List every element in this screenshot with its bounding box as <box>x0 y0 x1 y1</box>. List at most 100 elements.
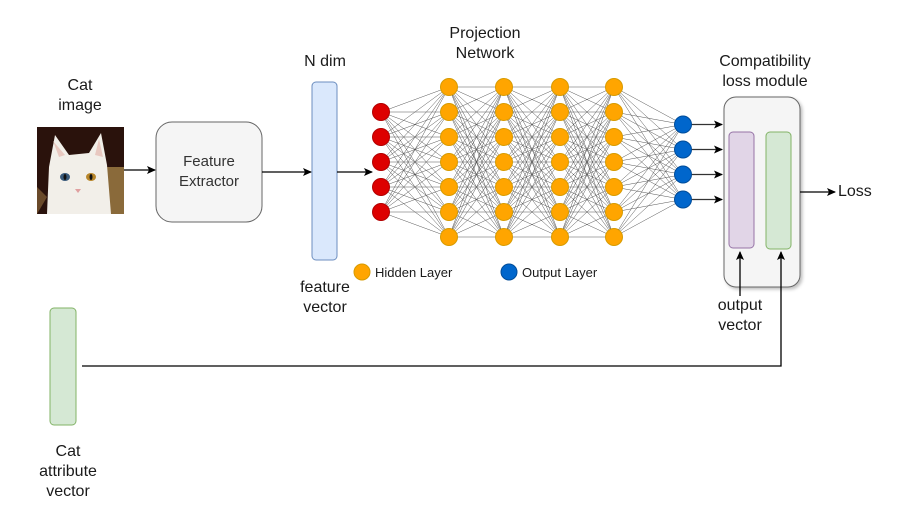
network-edge <box>559 186 615 238</box>
network-edge <box>559 136 615 238</box>
input-node <box>372 128 390 146</box>
network-edge <box>559 86 615 138</box>
network-edge <box>559 211 615 238</box>
output-vector-bar <box>728 131 755 249</box>
network-edge <box>448 211 505 238</box>
network-edge <box>503 186 561 238</box>
output-node <box>674 140 692 159</box>
projection-network-label: Projection Network <box>449 25 521 62</box>
network-edge <box>559 111 615 238</box>
legend-hidden-layer-swatch <box>353 263 371 281</box>
network-edge <box>559 86 615 163</box>
hidden-node <box>605 203 623 221</box>
network-edge <box>503 86 561 213</box>
hidden-node <box>495 78 513 96</box>
feature-extractor-label: Feature Extractor <box>178 153 239 190</box>
network-edge <box>559 86 615 113</box>
network-edge <box>448 86 505 113</box>
hidden-node <box>440 78 458 96</box>
hidden-node <box>495 153 513 171</box>
hidden-node <box>440 128 458 146</box>
hidden-node <box>551 103 569 121</box>
hidden-node <box>495 128 513 146</box>
loss-label: Loss <box>838 183 872 200</box>
hidden-node <box>440 153 458 171</box>
network-edge <box>559 86 615 188</box>
network-edge <box>503 86 561 138</box>
network-edge <box>613 124 684 238</box>
network-edge <box>448 86 505 238</box>
network-edge <box>503 211 561 238</box>
network-edge <box>613 174 684 238</box>
cat-image <box>37 127 124 214</box>
hidden-node <box>551 203 569 221</box>
input-node <box>372 103 390 121</box>
hidden-node <box>440 203 458 221</box>
hidden-node <box>495 103 513 121</box>
hidden-node <box>605 78 623 96</box>
hidden-node <box>605 103 623 121</box>
compatibility-module-label: Compatibility loss module <box>719 53 811 90</box>
hidden-node <box>551 78 569 96</box>
hidden-node <box>440 228 458 246</box>
network-edge <box>613 124 684 213</box>
output-node <box>674 115 692 134</box>
network-edge <box>380 86 450 213</box>
network-edge <box>613 149 684 238</box>
network-edge <box>613 111 684 125</box>
hidden-node <box>605 153 623 171</box>
feature-vector-label: feature vector <box>300 279 350 316</box>
hidden-node <box>551 178 569 196</box>
network-edge <box>559 86 615 213</box>
hidden-node <box>495 228 513 246</box>
output-node <box>674 190 692 209</box>
legend-output-layer-swatch <box>500 263 518 281</box>
network-nodes <box>372 78 692 246</box>
arrow-attribute-to-module <box>82 251 785 367</box>
network-edge <box>448 86 505 188</box>
network-edge <box>613 124 684 188</box>
input-node <box>372 178 390 196</box>
feature-vector-bar <box>311 81 338 261</box>
hidden-node <box>551 153 569 171</box>
attribute-vector-slot <box>765 131 792 250</box>
network-edge <box>559 161 615 238</box>
network-edge <box>448 86 505 213</box>
network-edge <box>380 86 450 138</box>
network-connections <box>380 86 684 238</box>
input-node <box>372 153 390 171</box>
network-edge <box>380 111 450 213</box>
network-edge <box>503 111 561 238</box>
network-edge <box>503 86 561 163</box>
cat-attribute-vector-label: Cat attribute vector <box>39 443 97 500</box>
output-vector-label: output vector <box>717 297 763 334</box>
network-edge <box>448 111 505 238</box>
network-edge <box>503 86 561 238</box>
network-edge <box>448 186 505 238</box>
network-edge <box>380 186 450 213</box>
network-edge <box>448 86 505 138</box>
hidden-node <box>551 228 569 246</box>
network-edge <box>503 161 561 238</box>
legend-output-layer-label: Output Layer <box>522 265 598 280</box>
network-edge <box>503 86 561 113</box>
hidden-node <box>440 178 458 196</box>
output-arrows <box>691 120 723 204</box>
network-edge <box>448 161 505 238</box>
output-node <box>674 165 692 184</box>
network-edge <box>613 124 684 138</box>
network-edge <box>380 86 450 188</box>
n-dim-label: N dim <box>304 53 346 70</box>
hidden-node <box>605 128 623 146</box>
network-edge <box>613 124 684 163</box>
network-edge <box>380 136 450 213</box>
input-node <box>372 203 390 221</box>
hidden-node <box>495 178 513 196</box>
network-edge <box>613 199 684 238</box>
hidden-node <box>605 178 623 196</box>
network-edge <box>613 86 684 125</box>
network-edge <box>380 211 450 238</box>
network-edge <box>503 136 561 238</box>
network-edge <box>380 86 450 163</box>
